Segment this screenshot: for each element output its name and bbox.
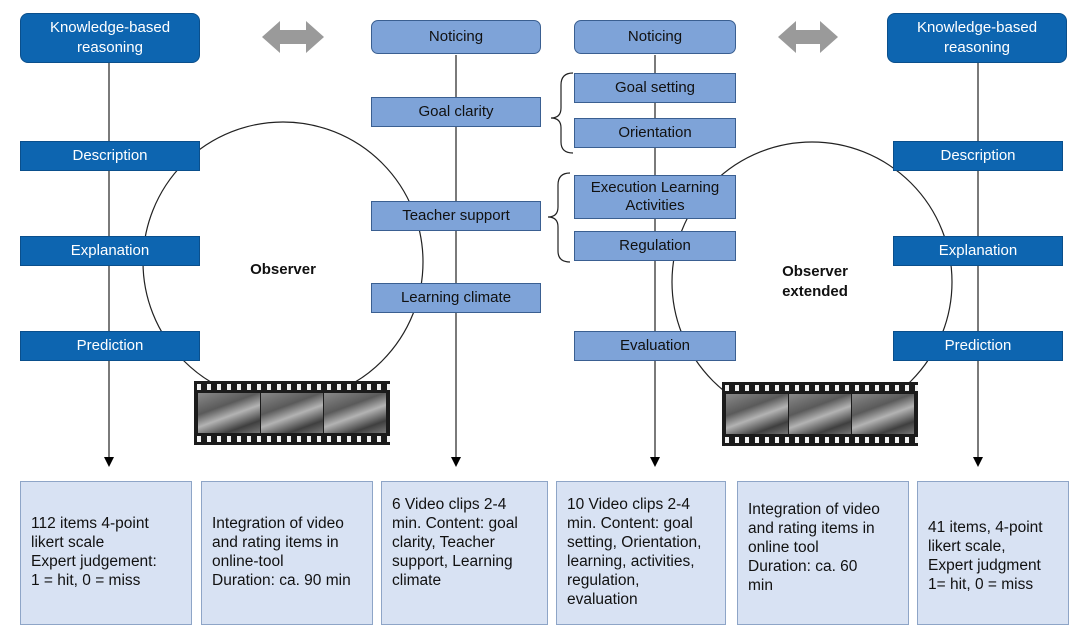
center-right-noticing-box: Noticing (574, 20, 736, 54)
goal-clarity-label: Goal clarity (418, 103, 494, 120)
info-line: 41 items, 4-point (928, 519, 1043, 536)
info-line: min. Content: goal (392, 515, 518, 532)
right-step-explanation: Explanation (893, 236, 1063, 266)
video-frame (789, 394, 851, 434)
info-line: clarity, Teacher (392, 534, 495, 551)
teacher-support-label: Teacher support (402, 207, 510, 224)
filmstrip-holes-bottom (722, 437, 918, 443)
center-right-step-orientation: Orientation (574, 118, 736, 148)
left-title-box: Knowledge-based reasoning (20, 13, 200, 63)
center-left-step-teacher-support: Teacher support (371, 201, 541, 231)
info-box-left-video: Integration of video and rating items in… (201, 481, 373, 625)
info-line: online tool (748, 539, 819, 556)
filmstrip-holes-bottom (194, 436, 390, 442)
info-line: min. Content: goal (567, 515, 693, 532)
info-line: Duration: ca. 60 (748, 558, 858, 575)
info-line: 1 = hit, 0 = miss (31, 572, 141, 589)
brace-bottom (547, 172, 571, 263)
right-step-description-label: Description (940, 147, 1016, 164)
info-line: 10 Video clips 2-4 (567, 496, 690, 513)
info-line: and rating items in (748, 520, 875, 537)
center-left-noticing-box: Noticing (371, 20, 541, 54)
info-line: Integration of video (748, 501, 880, 518)
left-title: Knowledge-based reasoning (49, 19, 171, 56)
info-box-left-items: 112 items 4-point likert scale Expert ju… (20, 481, 192, 625)
center-right-step-evaluation: Evaluation (574, 331, 736, 361)
info-box-center-left: 6 Video clips 2-4 min. Content: goal cla… (381, 481, 548, 625)
left-step-prediction: Prediction (20, 331, 200, 361)
center-right-noticing-label: Noticing (627, 28, 683, 45)
info-line: support, Learning (392, 553, 513, 570)
center-left-noticing-label: Noticing (428, 28, 484, 45)
left-step-description: Description (20, 141, 200, 171)
observer-extended-line2: extended (782, 283, 848, 300)
orientation-label: Orientation (618, 124, 692, 141)
info-line: Duration: ca. 90 min (212, 572, 351, 589)
right-step-prediction-label: Prediction (944, 337, 1012, 354)
info-line: Expert judgement: (31, 553, 157, 570)
info-line: 112 items 4-point (31, 515, 149, 532)
info-box-right-items: 41 items, 4-point likert scale, Expert j… (917, 481, 1069, 625)
video-frame (726, 394, 788, 434)
double-arrow-left (262, 21, 324, 53)
evaluation-label: Evaluation (619, 337, 691, 354)
info-line: and rating items in (212, 534, 339, 551)
info-line: learning, activities, (567, 553, 695, 570)
video-frame (852, 394, 914, 434)
center-left-step-goal-clarity: Goal clarity (371, 97, 541, 127)
video-filmstrip-right (722, 382, 918, 446)
right-title-box: Knowledge-based reasoning (887, 13, 1067, 63)
brace-top (550, 72, 574, 154)
info-line: setting, Orientation, (567, 534, 702, 551)
info-line: climate (392, 572, 442, 589)
info-line: 6 Video clips 2-4 (392, 496, 507, 513)
filmstrip-holes-top (194, 384, 390, 390)
info-line: likert scale, (928, 538, 1006, 555)
info-box-center-right: 10 Video clips 2-4 min. Content: goal se… (556, 481, 726, 625)
info-line: 1= hit, 0 = miss (928, 576, 1034, 593)
observer-extended-line1: Observer (782, 263, 848, 280)
video-frame (324, 393, 386, 433)
right-step-explanation-label: Explanation (938, 242, 1018, 259)
center-left-step-learning-climate: Learning climate (371, 283, 541, 313)
video-frame (198, 393, 260, 433)
right-step-description: Description (893, 141, 1063, 171)
info-line: online-tool (212, 553, 284, 570)
info-line: likert scale (31, 534, 105, 551)
right-title: Knowledge-based reasoning (916, 19, 1038, 56)
observer-label-text: Observer (250, 261, 316, 278)
center-right-step-goal-setting: Goal setting (574, 73, 736, 103)
left-step-description-label: Description (72, 147, 148, 164)
left-step-explanation: Explanation (20, 236, 200, 266)
learning-climate-label: Learning climate (400, 289, 512, 306)
double-arrow-right (778, 21, 838, 53)
observer-extended-label: Observer extended (765, 262, 865, 302)
left-step-explanation-label: Explanation (70, 242, 150, 259)
info-line: Integration of video (212, 515, 344, 532)
left-step-prediction-label: Prediction (76, 337, 144, 354)
info-line: min (748, 577, 773, 594)
center-right-step-execution: Execution Learning Activities (574, 175, 736, 219)
regulation-label: Regulation (619, 237, 691, 254)
video-filmstrip-left (194, 381, 390, 445)
info-box-right-video: Integration of video and rating items in… (737, 481, 909, 625)
center-right-step-regulation: Regulation (574, 231, 736, 261)
observer-label: Observer (238, 260, 328, 280)
goal-setting-label: Goal setting (614, 79, 696, 96)
execution-label: Execution Learning Activities (590, 179, 720, 214)
info-line: evaluation (567, 591, 638, 608)
info-line: Expert judgment (928, 557, 1041, 574)
video-frame (261, 393, 323, 433)
filmstrip-holes-top (722, 385, 918, 391)
info-line: regulation, (567, 572, 640, 589)
right-step-prediction: Prediction (893, 331, 1063, 361)
